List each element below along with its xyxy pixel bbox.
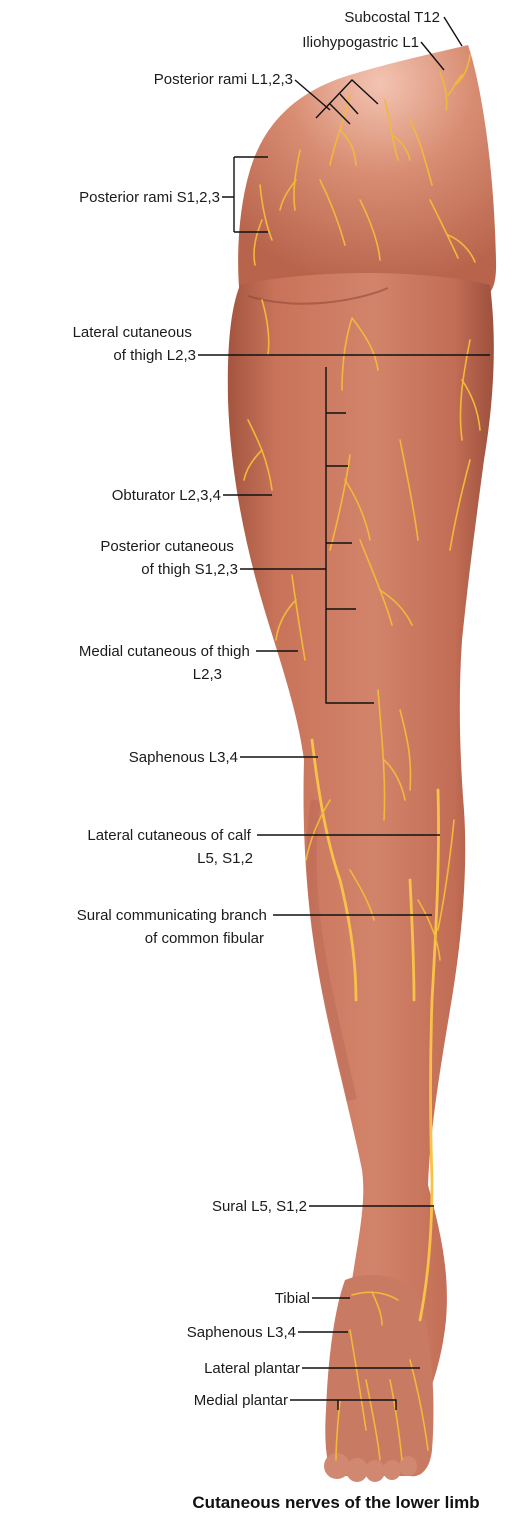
label-lateral-cut-calf: Lateral cutaneous of calf L5, S1,2 xyxy=(87,827,255,867)
leg-silhouette xyxy=(228,45,496,1482)
label-sural-communicating: Sural communicating branch of common fib… xyxy=(77,907,271,947)
label-iliohypogastric: Iliohypogastric L1 xyxy=(302,34,419,51)
label-obturator: Obturator L2,3,4 xyxy=(112,487,221,504)
label-subcostal: Subcostal T12 xyxy=(344,9,440,26)
label-lateral-plantar: Lateral plantar xyxy=(204,1360,300,1377)
label-medial-cut-thigh: Medial cutaneous of thigh L2,3 xyxy=(79,643,254,683)
label-lateral-cut-thigh: Lateral cutaneous of thigh L2,3 xyxy=(73,324,196,364)
label-saphenous-1: Saphenous L3,4 xyxy=(129,749,238,766)
label-sural: Sural L5, S1,2 xyxy=(212,1198,307,1215)
label-posterior-cut-thigh: Posterior cutaneous of thigh S1,2,3 xyxy=(100,538,238,578)
label-posterior-rami-l: Posterior rami L1,2,3 xyxy=(154,71,293,88)
label-posterior-rami-s: Posterior rami S1,2,3 xyxy=(79,189,220,206)
foot-sole-shape xyxy=(325,1275,433,1476)
limb-shape xyxy=(228,273,494,1430)
label-saphenous-2: Saphenous L3,4 xyxy=(187,1324,296,1341)
label-tibial: Tibial xyxy=(275,1290,310,1307)
figure-caption: Cutaneous nerves of the lower limb xyxy=(192,1493,479,1512)
label-medial-plantar: Medial plantar xyxy=(194,1392,288,1409)
